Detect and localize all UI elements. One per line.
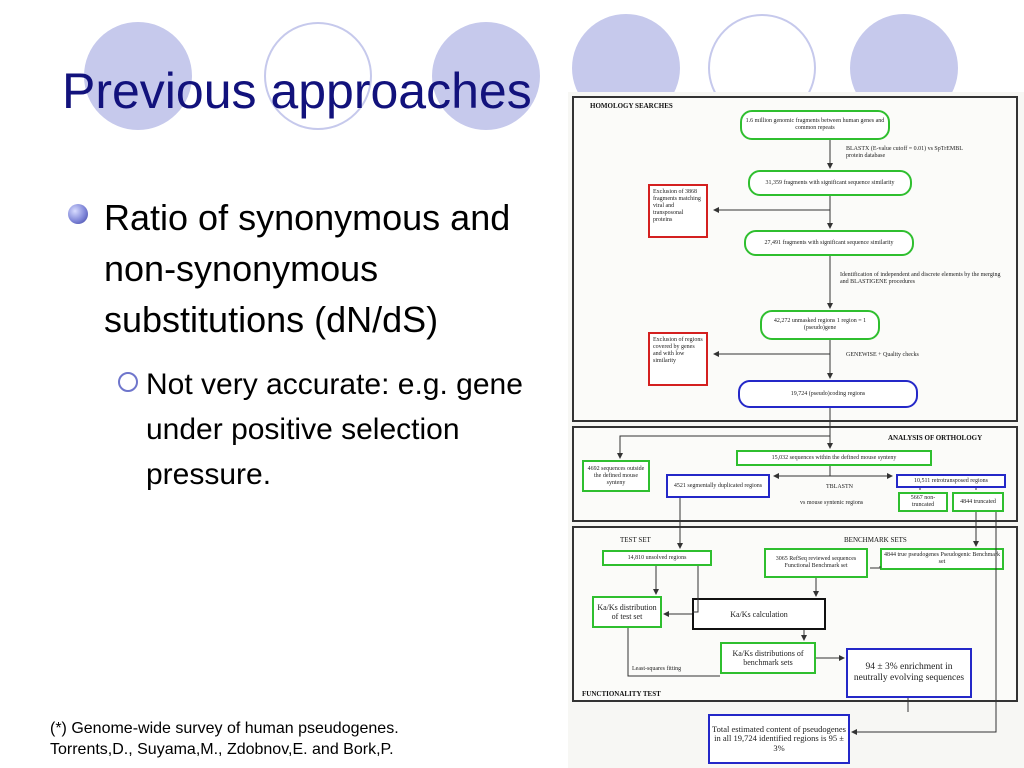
flow-box-unmasked: 42,272 unmasked regions 1 region = 1 (ps… [760,310,880,340]
box-retrotransposed: 10,511 retrotransposed regions [896,474,1006,488]
box-total-content: Total estimated content of pseudogenes i… [708,714,850,764]
orthology-heading: ANALYSIS OF ORTHOLOGY [888,434,983,442]
flow-step-genewise: GENEWISE + Quality checks [846,352,919,358]
box-enrichment: 94 ± 3% enrichment in neutrally evolving… [846,648,972,698]
footnote: (*) Genome-wide survey of human pseudoge… [50,718,399,760]
box-refseq: 3065 RefSeq reviewed sequences Functiona… [764,548,868,578]
decorative-circle [432,22,540,130]
label-tblastn: TBLASTN [826,484,853,490]
box-non-truncated: 5667 non-truncated [898,492,948,512]
slide-title: Previous approaches [62,63,532,119]
decorative-circle [84,22,192,130]
test-set-heading: TEST SET [620,536,651,544]
benchmark-heading: BENCHMARK SETS [844,536,907,544]
box-true-pseudogenes: 4844 true pseudogenes Pseudogenic Benchm… [880,548,1004,570]
box-segmental-duplicates: 4521 segmentally duplicated regions [666,474,770,498]
pipeline-figure: HOMOLOGY SEARCHES 1.6 million genomic fr… [568,92,1024,768]
bullet-ring-icon [118,372,138,392]
flow-arrows [617,140,997,735]
flow-box-coding-regions: 19,724 (pseudo)coding regions [738,380,918,408]
homology-heading: HOMOLOGY SEARCHES [590,102,673,110]
exclusion-box-genes: Exclusion of regions covered by genes an… [648,332,708,386]
flow-step-merging: Identification of independent and discre… [840,272,1001,285]
bullet-dot-icon [68,204,88,224]
bullet-level1-text: Ratio of synonymous and non-synonymous s… [104,197,511,340]
box-kaks-calculation: Ka/Ks calculation [692,598,826,630]
box-outside-synteny: 4692 sequences outside the defined mouse… [582,460,650,492]
functionality-heading: FUNCTIONALITY TEST [582,690,661,698]
homology-panel [572,96,1018,422]
flow-box-similarity-2: 27,491 fragments with significant sequen… [744,230,914,256]
box-truncated: 4844 truncated [952,492,1004,512]
box-dist-test: Ka/Ks distribution of test set [592,596,662,628]
decorative-circle [264,22,372,130]
flow-step-blastx: BLASTX (E-value cutoff = 0.01) vs SpTrEM… [846,146,963,159]
box-in-synteny: 15,032 sequences within the defined mous… [736,450,932,466]
flow-box-similarity: 31,359 fragments with significant sequen… [748,170,912,196]
flow-box-fragments: 1.6 million genomic fragments between hu… [740,110,890,140]
exclusion-box-viral: Exclusion of 3868 fragments matching vir… [648,184,708,238]
footnote-line: Torrents,D., Suyama,M., Zdobnov,E. and B… [50,741,394,758]
box-dist-benchmark: Ka/Ks distributions of benchmark sets [720,642,816,674]
footnote-line: (*) Genome-wide survey of human pseudoge… [50,720,399,737]
label-least-squares: Least-squares fitting [632,666,682,672]
label-vs-mouse: vs mouse syntenic regions [800,500,864,506]
bullet-level2-text: Not very accurate: e.g. gene under posit… [146,368,523,491]
box-unsolved: 14,810 unsolved regions [602,550,712,566]
